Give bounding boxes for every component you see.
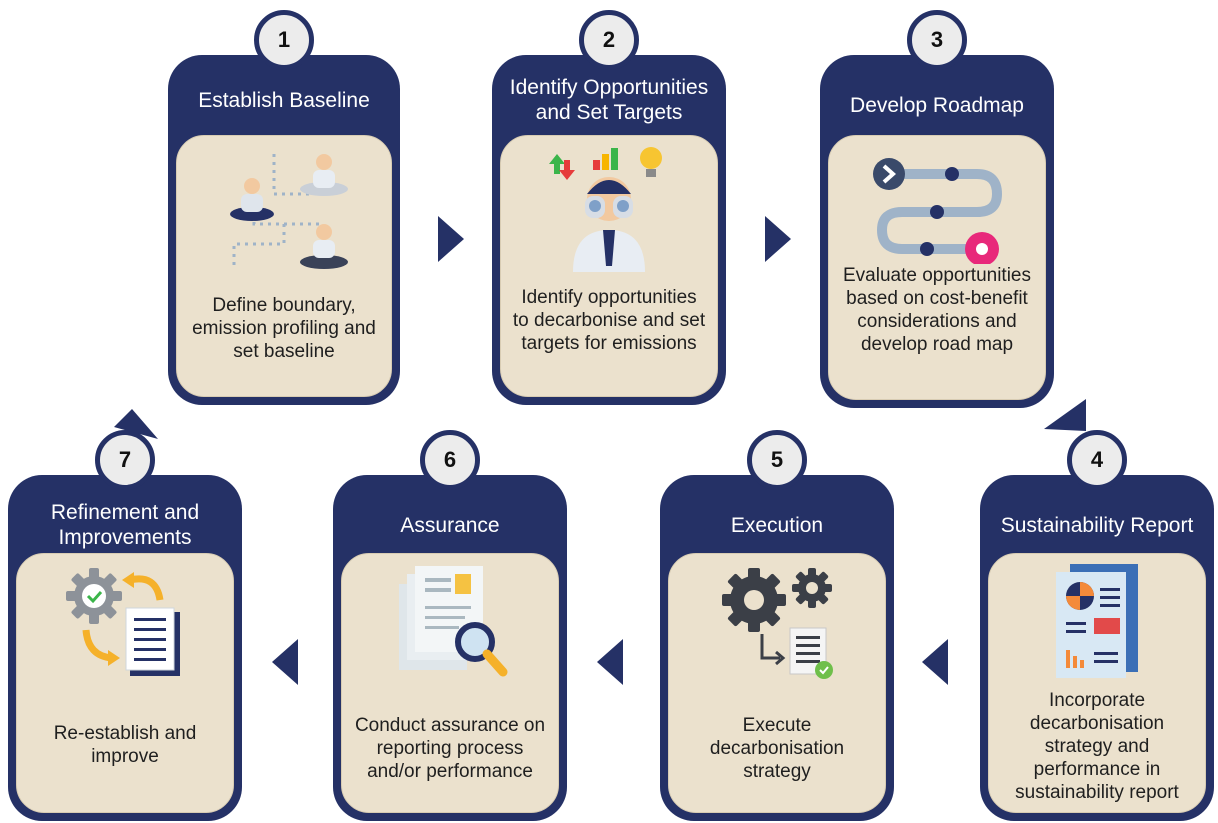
- step-5-title: Execution: [730, 513, 824, 537]
- arrow-step6-to-step7-icon: [272, 639, 298, 685]
- step-7-card: Refinement and Improvements Re-establish…: [8, 430, 242, 821]
- step-6-badge: 6: [420, 430, 480, 490]
- step-5-card: Execution Execute decarbonisat: [660, 430, 894, 821]
- step-2-title: Identify Opportunities and Set Targets: [509, 76, 709, 124]
- binoculars-person-icon: [549, 147, 662, 272]
- roadmap-path-icon: [873, 158, 1003, 264]
- arrow-step7-to-step1-icon: [114, 409, 158, 439]
- gear-cycle-icon: [66, 568, 180, 676]
- step-1-description: Define boundary, emission profiling and …: [192, 295, 376, 362]
- step-5-description: Execute decarbonisation strategy: [709, 715, 845, 782]
- step-4-card: Sustainability Report Incorporate decarb…: [980, 430, 1214, 821]
- step-2-card: Identify Opportunities and Set Targets I…: [492, 10, 726, 405]
- step-4-title: Sustainability Report: [1000, 513, 1194, 537]
- step-4-description: Incorporate decarbonisation strategy and…: [1015, 690, 1179, 803]
- step-6-description: Conduct assurance on reporting process a…: [354, 715, 546, 782]
- arrow-step4-to-step5-icon: [922, 639, 948, 685]
- step-7-badge: 7: [95, 430, 155, 490]
- step-6-card: Assurance Conduct assurance on reporting…: [333, 430, 567, 821]
- step-3-title: Develop Roadmap: [850, 93, 1024, 117]
- step-5-badge: 5: [747, 430, 807, 490]
- step-1-title: Establish Baseline: [198, 88, 370, 112]
- step-2-description: Identify opportunities to decarbonise an…: [512, 287, 706, 354]
- step-4-badge: 4: [1067, 430, 1127, 490]
- gears-checklist-icon: [722, 568, 833, 679]
- step-7-title: Refinement and Improvements: [50, 501, 200, 549]
- step-7-description: Re-establish and improve: [53, 723, 197, 767]
- arrow-step3-to-step4-icon: [1044, 399, 1086, 431]
- people-network-icon: [230, 154, 348, 269]
- document-magnifier-icon: [399, 566, 508, 677]
- arrow-step5-to-step6-icon: [597, 639, 623, 685]
- step-3-description: Evaluate opportunities based on cost-ben…: [842, 265, 1031, 355]
- step-3-card: Develop Roadmap Evaluate opportunities b…: [820, 10, 1054, 408]
- arrow-step2-to-step3-icon: [765, 216, 791, 262]
- step-1-card: Establish Baseline Define boundary, emis…: [168, 10, 400, 405]
- step-3-badge: 3: [907, 10, 967, 70]
- arrow-step1-to-step2-icon: [438, 216, 464, 262]
- report-document-icon: [1056, 564, 1138, 678]
- step-2-badge: 2: [579, 10, 639, 70]
- step-6-title: Assurance: [400, 513, 500, 537]
- step-1-badge: 1: [254, 10, 314, 70]
